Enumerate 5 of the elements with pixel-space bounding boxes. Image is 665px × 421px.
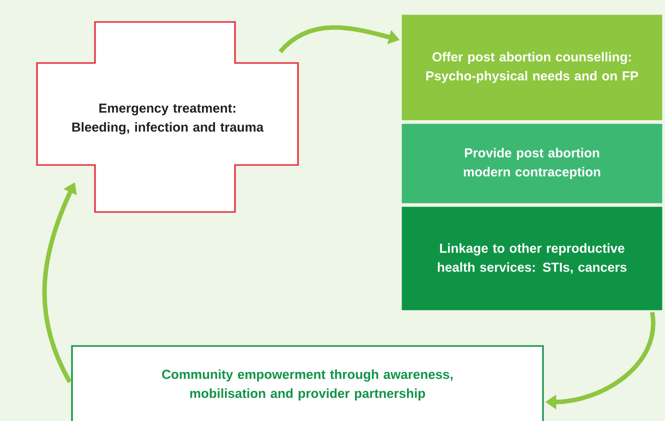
process-box: Community empowerment through awareness, mobilisation and provider partnership (71, 345, 544, 421)
cross-box: Emergency treatment: Bleeding, infection and trauma (36, 21, 299, 213)
process-box: Linkage to other reproductive health services: STIs, cancers (402, 206, 662, 310)
process-box: Provide post abortion modern contraception (402, 124, 662, 204)
process-box: Offer post abortion counselling: Psycho-physical needs and on FP (402, 14, 662, 120)
